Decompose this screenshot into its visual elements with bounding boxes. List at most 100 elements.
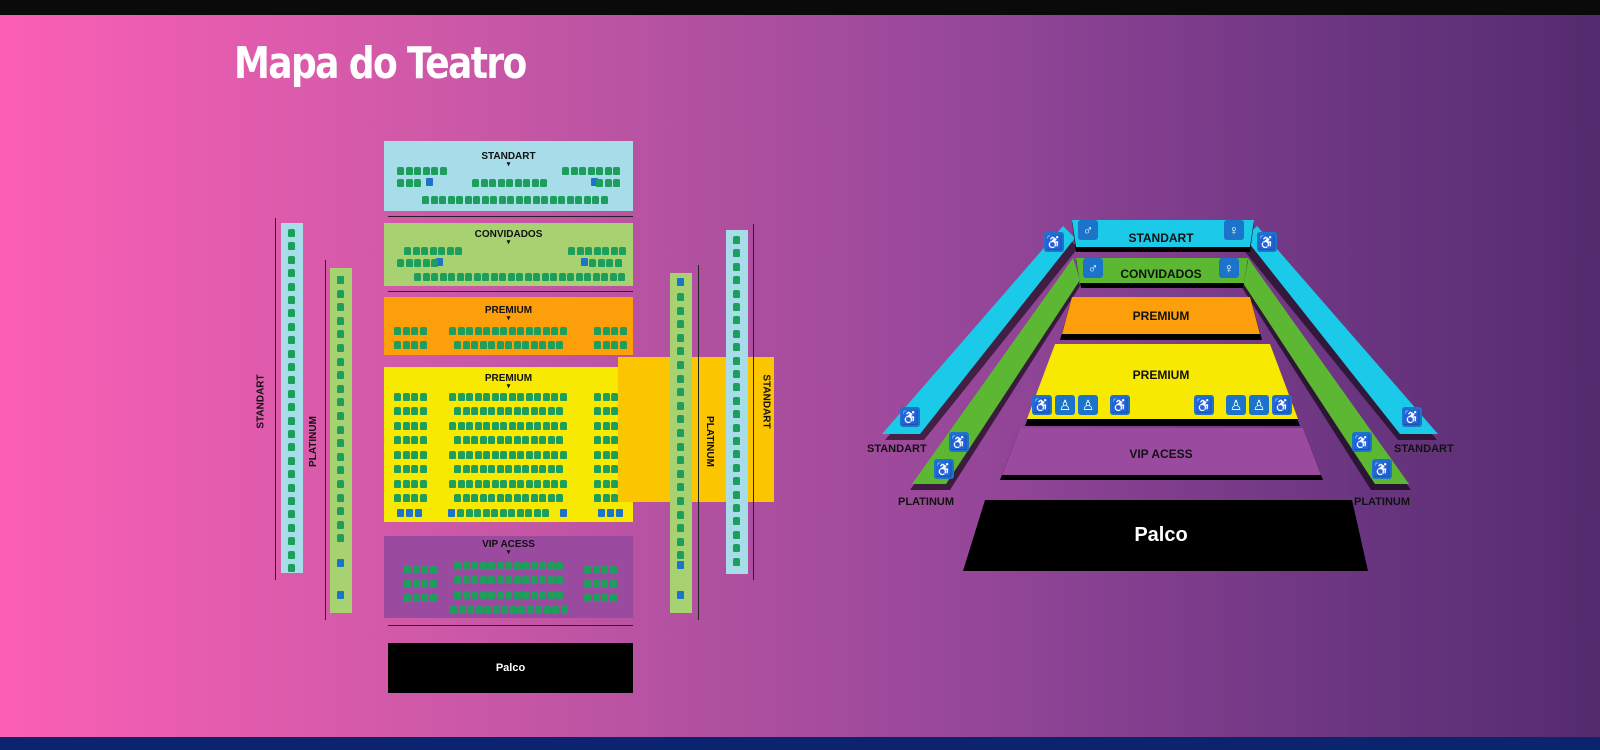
seat[interactable] [592,580,600,588]
seat[interactable] [551,422,558,430]
seat[interactable] [611,327,618,335]
seat[interactable] [429,594,437,602]
seat[interactable] [501,606,508,614]
seat[interactable] [449,393,456,401]
seat[interactable] [422,167,430,175]
seat[interactable] [288,510,295,519]
seat[interactable] [500,422,507,430]
seat[interactable] [404,594,411,602]
seat[interactable] [517,393,524,401]
seat[interactable] [524,196,531,204]
seat[interactable] [500,451,507,459]
seat[interactable] [337,425,344,434]
seat[interactable] [429,580,437,588]
seat[interactable] [619,341,627,349]
seat[interactable] [618,273,625,281]
seat[interactable] [471,494,478,502]
seat[interactable] [483,480,490,488]
seat[interactable] [337,398,344,407]
seat[interactable] [611,422,618,430]
seat[interactable] [534,327,541,335]
seat[interactable] [505,465,512,473]
seat[interactable] [491,509,498,517]
seat[interactable] [514,179,522,187]
seat[interactable] [525,480,533,488]
seat[interactable] [429,566,437,574]
seat[interactable] [592,594,600,602]
seat[interactable] [288,470,295,479]
seat[interactable] [541,273,549,281]
seat[interactable] [479,436,487,444]
seat[interactable] [515,196,523,204]
seat[interactable] [547,576,555,584]
seat[interactable] [473,273,481,281]
seat[interactable] [449,451,456,459]
seat[interactable] [733,544,740,553]
section-right-platinum[interactable] [670,273,692,613]
seat[interactable] [471,576,478,584]
seat[interactable] [601,273,608,281]
seat[interactable] [404,580,411,588]
seat[interactable] [419,327,427,335]
seat[interactable] [513,562,521,570]
seat[interactable] [394,407,401,415]
seat[interactable] [457,480,465,488]
seat[interactable] [465,273,472,281]
seat[interactable] [414,273,421,281]
seat[interactable] [462,591,470,599]
seat[interactable] [733,262,740,271]
seat[interactable] [421,247,428,255]
seat[interactable] [483,393,490,401]
seat[interactable] [491,480,499,488]
seat[interactable] [551,393,558,401]
seat[interactable] [446,247,454,255]
seat[interactable] [604,179,612,187]
seat[interactable] [419,341,427,349]
seat[interactable] [288,537,295,546]
seat[interactable] [539,576,546,584]
seat[interactable] [474,509,481,517]
seat[interactable] [542,422,550,430]
seat[interactable] [411,393,418,401]
seat[interactable] [556,576,563,584]
seat[interactable] [579,167,586,175]
section-premium-main[interactable]: PREMIUM [384,367,633,522]
seat[interactable] [411,436,418,444]
seat[interactable] [448,273,455,281]
seat[interactable] [474,480,482,488]
seat[interactable] [288,483,295,492]
seat[interactable] [606,259,613,267]
seat[interactable] [516,273,523,281]
seat[interactable] [471,465,478,473]
seat[interactable] [516,509,524,517]
seat[interactable] [609,566,617,574]
seat[interactable] [479,407,487,415]
seat[interactable] [513,494,521,502]
seat[interactable] [575,273,583,281]
seat[interactable] [532,196,540,204]
seat[interactable] [547,494,555,502]
seat[interactable] [584,580,591,588]
seat[interactable] [488,576,495,584]
section-convidados[interactable]: CONVIDADOS [384,223,633,286]
seat[interactable] [733,477,740,486]
seat[interactable] [394,341,401,349]
seat[interactable] [677,442,684,451]
seat[interactable] [496,341,504,349]
seat[interactable] [471,436,478,444]
seat[interactable] [677,483,684,492]
seat[interactable] [562,167,569,175]
seat[interactable] [602,451,610,459]
seat[interactable] [337,357,344,366]
seat[interactable] [508,509,515,517]
seat[interactable] [602,480,610,488]
seat[interactable] [513,341,521,349]
seat[interactable] [496,576,504,584]
seat[interactable] [733,423,740,432]
seat[interactable] [614,259,622,267]
seat[interactable] [402,480,410,488]
seat[interactable] [402,494,410,502]
seat[interactable] [500,480,507,488]
seat[interactable] [288,456,295,465]
seat[interactable] [522,562,529,570]
